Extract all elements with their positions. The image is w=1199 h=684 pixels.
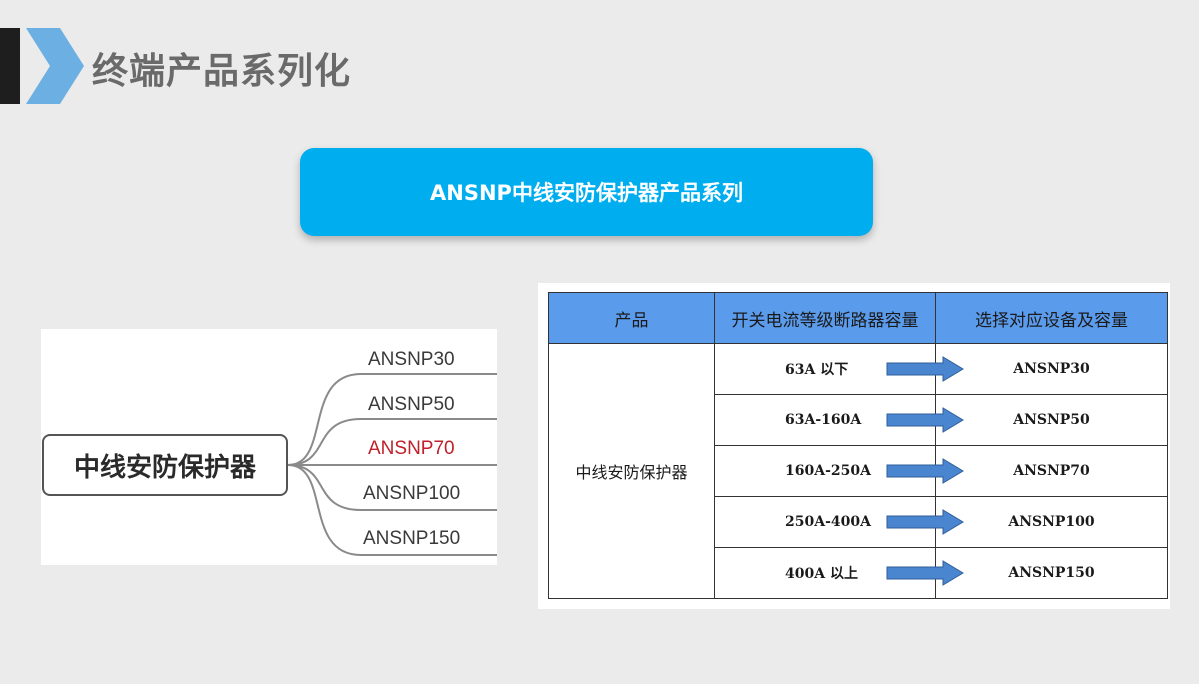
rating-cell: 63A 以下: [714, 343, 964, 395]
rating-cell: 160A-250A: [714, 445, 964, 497]
arrow-right-icon: [886, 407, 964, 433]
table-row: 160A-250A ANSNP70: [549, 445, 1168, 497]
header-model: 选择对应设备及容量: [935, 292, 1168, 344]
table-header-row: 产品 开关电流等级断路器容量 选择对应设备及容量: [548, 292, 1168, 344]
banner-label: ANSNP中线安防保护器产品系列: [430, 181, 743, 205]
chevron-icon: [26, 28, 84, 104]
arrow-right-icon: [886, 356, 964, 382]
mindmap-connectors: [287, 373, 497, 556]
mindmap-branch: ANSNP50: [368, 394, 455, 415]
rating-text: 400A 以上: [785, 566, 858, 582]
connector-line: [287, 464, 497, 511]
table-row: 中线安防保护器 63A 以下 ANSNP30: [548, 343, 1168, 599]
model-cell: ANSNP150: [935, 547, 1168, 599]
page-title: 终端产品系列化: [92, 51, 352, 92]
arrow-right-icon: [886, 560, 964, 586]
mindmap-branch: ANSNP100: [363, 483, 461, 504]
series-banner: ANSNP中线安防保护器产品系列: [300, 148, 873, 236]
rating-text: 63A-160A: [785, 412, 862, 428]
table-row: 63A-160A ANSNP50: [549, 394, 1168, 446]
table-row: 250A-400A ANSNP100: [549, 496, 1168, 548]
arrow-right-icon: [886, 458, 964, 484]
rating-cell: 250A-400A: [714, 496, 964, 548]
connector-line: [287, 373, 497, 466]
mindmap-root: 中线安防保护器: [42, 434, 288, 496]
rating-text: 250A-400A: [785, 514, 871, 530]
left-accent-bar: [0, 28, 20, 104]
product-cell: 中线安防保护器: [548, 343, 715, 599]
rating-text: 63A 以下: [785, 362, 849, 378]
rating-cell: 63A-160A: [714, 394, 964, 446]
model-cell: ANSNP100: [935, 496, 1168, 548]
rating-text: 160A-250A: [785, 463, 871, 479]
model-cell: ANSNP50: [935, 394, 1168, 446]
connector-line: [287, 418, 497, 466]
mindmap-branch: ANSNP150: [363, 528, 461, 549]
header-product: 产品: [548, 292, 715, 344]
model-cell: ANSNP30: [935, 343, 1168, 395]
mindmap-branch: ANSNP30: [368, 349, 455, 370]
model-cell: ANSNP70: [935, 445, 1168, 497]
mindmap-branch-highlight: ANSNP70: [368, 438, 455, 459]
arrow-right-icon: [886, 509, 964, 535]
mindmap-diagram: 中线安防保护器 ANSNP30 ANSNP50 ANSNP70 ANSNP100…: [41, 329, 497, 565]
table-row: 400A 以上 ANSNP150: [549, 547, 1168, 599]
header-rating: 开关电流等级断路器容量: [714, 292, 936, 344]
connector-line: [287, 464, 497, 556]
selection-table-card: 产品 开关电流等级断路器容量 选择对应设备及容量 中线安防保护器 63A 以下 …: [538, 283, 1170, 609]
selection-table: 产品 开关电流等级断路器容量 选择对应设备及容量 中线安防保护器 63A 以下 …: [548, 292, 1168, 599]
rating-cell: 400A 以上: [714, 547, 964, 599]
